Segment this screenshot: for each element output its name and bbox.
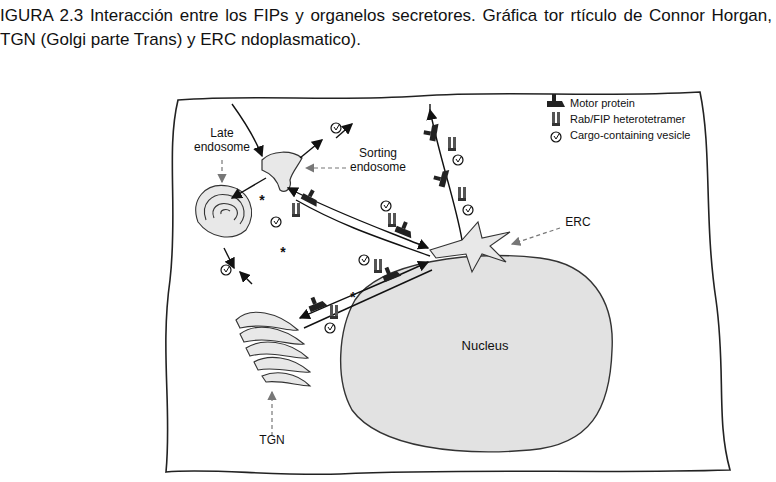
legend-text: Cargo-containing vesicle xyxy=(570,129,690,141)
organelle-label: TGN xyxy=(252,433,292,447)
legend-text: Motor protein xyxy=(570,97,635,109)
nucleus-region: Nucleus xyxy=(420,320,550,370)
nucleus-label: Nucleus xyxy=(462,338,509,353)
asterisk-mark: * xyxy=(256,193,268,207)
figure-caption: IGURA 2.3 Interacción entre los FIPs y o… xyxy=(0,4,772,52)
organelle-label: Sorting endosome xyxy=(347,146,409,174)
asterisk-mark: * xyxy=(277,245,289,259)
legend-text: Rab/FIP heterotetramer xyxy=(570,113,685,125)
organelle-label: Late endosome xyxy=(192,126,252,154)
asterisk-mark: * xyxy=(347,290,359,304)
organelle-label: ERC xyxy=(558,215,598,229)
